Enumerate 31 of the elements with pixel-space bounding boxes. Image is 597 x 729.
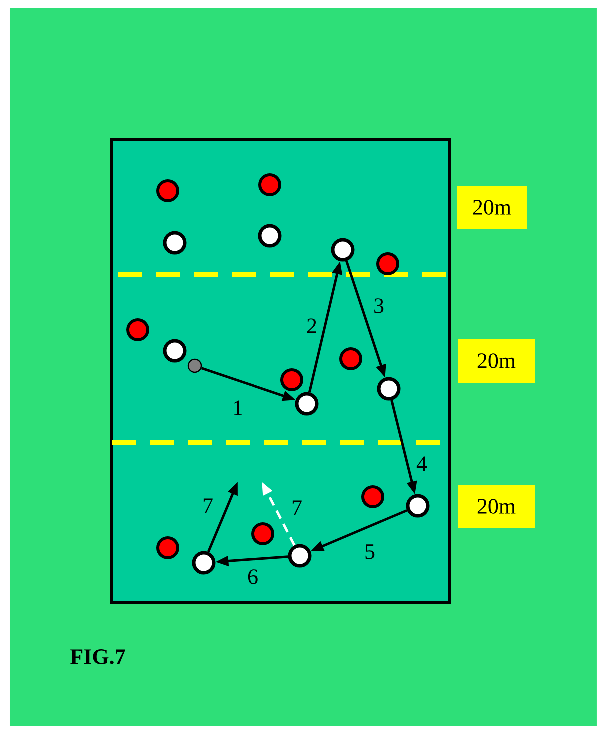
player-marker: [362, 486, 384, 508]
player-marker: [156, 536, 180, 560]
edge-label: 2: [307, 318, 316, 334]
player-marker: [252, 522, 274, 546]
figure-caption: FIG.7: [70, 650, 126, 664]
player-marker: [331, 238, 355, 262]
player-marker: [163, 339, 187, 363]
distance-label: 20m: [458, 485, 535, 528]
distance-label: 20m: [457, 186, 527, 229]
edge-label: 7: [204, 498, 213, 514]
player-marker: [192, 551, 216, 575]
player-marker: [340, 348, 362, 370]
player-marker: [163, 231, 187, 255]
edge-label: 7: [292, 500, 302, 516]
player-marker: [295, 392, 319, 416]
player-marker: [126, 318, 150, 342]
edge-label: 3: [374, 298, 384, 314]
distance-label: 20m: [458, 339, 535, 383]
edge-label: 1: [234, 400, 242, 416]
player-marker: [258, 224, 282, 248]
edge-label: 5: [366, 544, 375, 560]
ball-marker: [188, 358, 202, 374]
player-marker: [377, 377, 401, 401]
player-marker: [280, 368, 304, 392]
player-marker: [288, 544, 312, 568]
player-marker: [156, 180, 180, 202]
edge-label: 4: [416, 456, 428, 472]
player-marker: [376, 252, 400, 276]
edge-label: 6: [248, 570, 258, 584]
player-marker: [406, 494, 430, 518]
player-marker: [258, 174, 282, 196]
